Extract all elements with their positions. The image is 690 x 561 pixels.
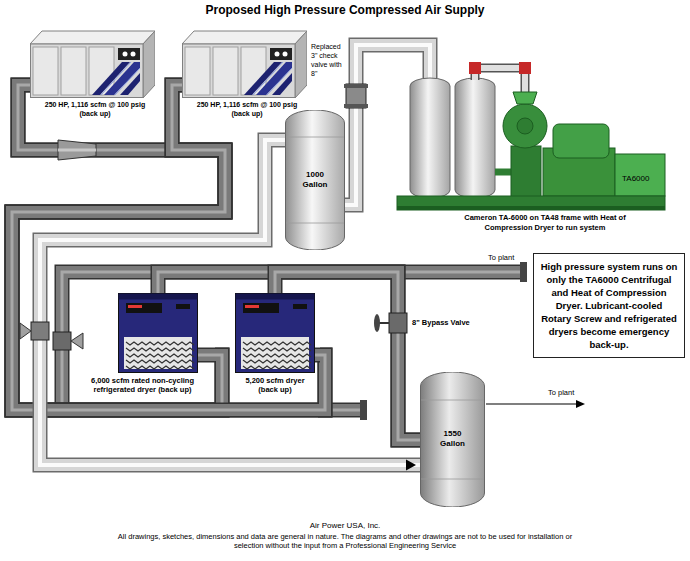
equipment-label: Cameron TA-6000 on TA48 frame with Heat … (445, 213, 645, 233)
centrifugal-compressor-package: TA6000Cameron TA-6000 on TA48 frame with… (393, 60, 668, 233)
receiver-tank: 1550 Gallon (420, 372, 485, 507)
equipment-label: 250 HP, 1,116 scfm @ 100 psig (back up) (39, 100, 151, 118)
butterfly-valve (20, 322, 49, 340)
pipe-cap (360, 400, 367, 420)
equipment-label: 1550 Gallon (436, 429, 470, 449)
flow-destination-holder: To plant (488, 253, 533, 262)
valve-label: 8" Bypass Valve (412, 318, 482, 327)
equipment-label: 6,000 scfm rated non-cycling refrigerate… (80, 376, 205, 394)
refrigerated-dryer: 6,000 scfm rated non-cycling refrigerate… (70, 293, 215, 394)
company-caption-holder: Air Power USA, Inc. (0, 521, 690, 531)
flow-destination: To plant (548, 388, 593, 397)
callout-text: Replaced 3" check valve with 8" (311, 42, 345, 78)
air-compressor: 250 HP, 1,116 scfm @ 100 psig (back up) (182, 28, 312, 118)
refrigerated-dryer: 5,200 scfm dryer (back up) (230, 293, 320, 394)
to-plant-arrow (486, 400, 585, 408)
equipment-label: 1000 Gallon (298, 170, 332, 190)
equipment-label: 5,200 scfm dryer (back up) (238, 376, 313, 394)
disclaimer-text: All drawings, sketches, dimensions and d… (110, 532, 580, 550)
company-caption: Air Power USA, Inc. (0, 521, 690, 531)
check-valve (344, 84, 368, 108)
diagram-title: Proposed High Pressure Compressed Air Su… (0, 3, 690, 17)
flow-arrowhead (406, 460, 416, 471)
pipe-connector (40, 140, 420, 471)
equipment-label: TA6000 (622, 174, 664, 184)
pipe-cap (520, 262, 527, 282)
disclaimer-text-holder: All drawings, sketches, dimensions and d… (110, 532, 580, 550)
flow-destination-holder: To plant (548, 388, 593, 397)
note-box: High pressure system runs on only the TA… (533, 253, 685, 358)
butterfly-valve (53, 332, 83, 350)
air-compressor: 250 HP, 1,116 scfm @ 100 psig (back up) (30, 28, 160, 118)
note-text: High pressure system runs on only the TA… (540, 260, 678, 351)
flow-destination: To plant (488, 253, 533, 262)
diagram-title-holder: Proposed High Pressure Compressed Air Su… (0, 3, 690, 17)
reducer-fitting (58, 140, 96, 160)
receiver-tank: 1000 Gallon (285, 110, 345, 250)
bypass-valve (374, 313, 407, 333)
valve-label-holder: 8" Bypass Valve (412, 318, 482, 327)
equipment-label: 250 HP, 1,116 scfm @ 100 psig (back up) (191, 100, 303, 118)
callout-text-holder: Replaced 3" check valve with 8" (311, 42, 345, 78)
